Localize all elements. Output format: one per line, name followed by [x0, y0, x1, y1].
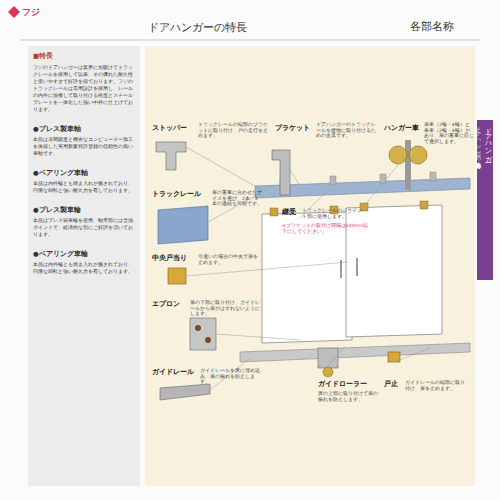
feature-body: 本品はプレス製車輪を使用、軸受部には含油ポイントで、経済的な割にご好評を頂いてお…	[33, 217, 135, 238]
part-name: 中央戸当り	[152, 254, 202, 263]
center-stop-part	[168, 268, 186, 284]
note-text: ※ブラケットの取付け間隔は600mm以下にしてください。	[282, 223, 372, 234]
part-name: 戸止	[384, 380, 404, 389]
door-handles	[340, 258, 358, 278]
part-name: ガイドローラー	[318, 380, 368, 389]
feature-heading: ■特長	[33, 52, 135, 61]
part-name: トラックレール	[152, 190, 212, 199]
feature-body: 本品は内外輪とも焼き入れが施されており、円滑な回転と強い耐久力を有しております。	[33, 261, 135, 275]
leader-lines	[186, 147, 430, 390]
section-tab: ドアハンガードアハンガーの特長・各部名称	[477, 120, 493, 280]
part-name: 継受	[282, 208, 302, 217]
part-description: 扉の下部に取り付け、ガイドレールから扉がはずれないようにします。	[190, 300, 260, 317]
feature-heading: ●ブレス製車輪	[33, 206, 135, 215]
part-description: 扉の重量に合わせたサイズを選び、2本・3本の連結も可能です。	[212, 190, 262, 207]
parts-panel	[145, 46, 475, 486]
part-name: エプロン	[152, 300, 192, 309]
tab-text: ドアハンガー	[483, 123, 492, 277]
tab-text: ドアハンガーの特長・各部名称	[477, 123, 482, 277]
feature-body: 本品は内外輪とも焼き入れが施されており、円滑な回転と強い耐久力を有しております。	[33, 180, 135, 194]
part-description: ドアハンガーのトラックレールを建物に取り付けるための金具です。	[316, 122, 378, 139]
part-description: トラックレールの端部のブラケットに取り付け、戸の走行を止めます。	[198, 122, 268, 139]
logo-mark	[8, 6, 20, 18]
part-description: 引違いの場合の中央で扉を止めます。	[198, 254, 258, 265]
feature-heading: ●ベアリング車輪	[33, 250, 135, 259]
feature-body: 本品は冷間鍛造と精密なコンピューター加工を体得した実用新案特許登録の信頼性の高い…	[33, 136, 135, 157]
feature-heading: ●プレス製車軸	[33, 125, 135, 134]
part-name: ガイドレール	[152, 368, 202, 377]
part-description: トラックレールのジョイント部に使用します。	[302, 208, 362, 219]
apron-part	[190, 318, 216, 350]
feature-panel: ■特長フジのドアハンガーは業界に先駆けてトラックレールを採用して以来、その優れた…	[28, 46, 140, 486]
bracket-part	[272, 150, 290, 195]
part-description: 床の上部に取り付けて扉の振れを防止します。	[318, 391, 378, 402]
stopper-part	[156, 142, 186, 170]
part-name: ストッパー	[152, 124, 202, 133]
header-rule	[20, 40, 480, 41]
page-title: ドアハンガーの特長	[148, 20, 247, 35]
feature-body: フジのドアハンガーは業界に先駆けてトラックレールを採用して以来、その優れた耐久性…	[33, 64, 135, 113]
part-name: ブラケット	[275, 124, 315, 133]
hanger-wheel-part	[389, 140, 427, 190]
part-description: ガイドレールを床に埋め込み、扉の振れを防止します。	[200, 368, 260, 385]
guide-rail-part	[160, 384, 210, 400]
part-description: ガイドレールの端部に取り付け、扉を止めます。	[405, 380, 467, 391]
rail-part	[158, 206, 208, 244]
guide-roller-part	[318, 348, 338, 377]
floor-guide-rail	[240, 343, 470, 362]
part-description: 扉車（2輪・4輪）と単車（2輪・4輪）があり、扉の重量に応じて選択します。	[424, 122, 474, 145]
feature-heading: ●ベアリング車軸	[33, 169, 135, 178]
part-name: ハンガー車	[384, 124, 424, 133]
section-heading: 各部名称	[410, 20, 470, 34]
rail-brackets	[280, 172, 436, 187]
logo-text: フジ	[22, 7, 62, 18]
